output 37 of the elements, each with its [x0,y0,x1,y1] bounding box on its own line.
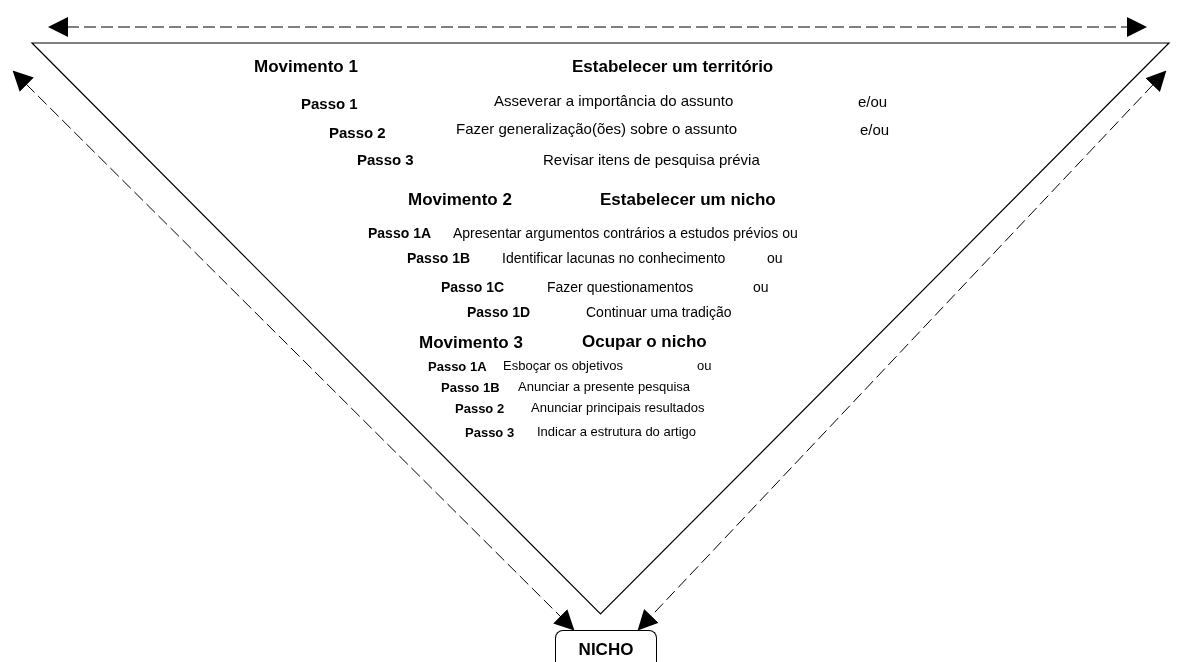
dashed-arrow [637,70,1167,631]
funnel-triangle [32,43,1169,615]
connector-word: ou [767,251,783,265]
step-label: Passo 3 [465,426,515,439]
step-text: Continuar uma tradição [586,305,732,319]
step-text: Indicar a estrutura do artigo [537,425,696,438]
step-label: Passo 1 [301,96,358,111]
connector-word: ou [753,280,769,294]
step-label: Passo 1A [368,226,432,240]
connector-word: e/ou [858,94,888,109]
step-label: Passo 2 [455,402,505,415]
step-text: Identificar lacunas no conhecimento [502,251,726,265]
dashed-arrow [12,70,575,631]
step-text: Fazer generalização(ões) sobre o assunto [456,121,737,136]
connector-word: ou [697,359,712,372]
step-text: Revisar itens de pesquisa prévia [543,152,760,167]
nicho-tab: NICHO [555,630,657,662]
move-title: Ocupar o nicho [582,333,707,350]
step-label: Passo 3 [357,152,414,167]
move-heading: Movimento 2 [408,191,512,208]
step-label: Passo 2 [329,125,386,140]
step-text: Anunciar a presente pesquisa [518,380,690,393]
step-label: Passo 1B [441,381,500,394]
step-text: Esboçar os objetivos [503,359,623,372]
step-label: Passo 1D [467,305,531,319]
step-text: Fazer questionamentos [547,280,694,294]
step-label: Passo 1A [428,360,487,373]
step-text: Apresentar argumentos contrários a estudos prévios ou [453,226,798,240]
move-title: Estabelecer um nicho [600,191,776,208]
move-title: Estabelecer um território [572,58,774,75]
move-heading: Movimento 1 [254,58,358,75]
move-heading: Movimento 3 [419,334,523,351]
step-label: Passo 1C [441,280,505,294]
step-label: Passo 1B [407,251,471,265]
step-text: Asseverar a importância do assunto [494,93,734,108]
step-text: Anunciar principais resultados [531,401,705,414]
connector-word: e/ou [860,122,890,137]
